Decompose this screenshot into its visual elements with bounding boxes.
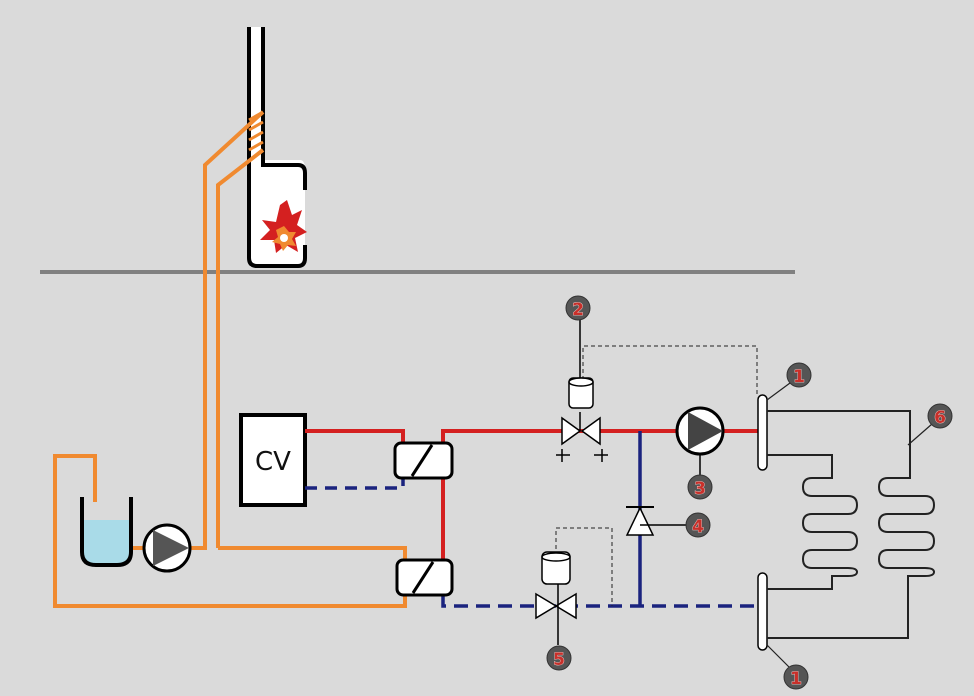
flame-icon	[260, 200, 307, 253]
distributor-bottom	[757, 572, 768, 651]
control-lines	[555, 345, 758, 606]
callout-3: 3	[687, 474, 713, 500]
boiler-label: CV	[255, 447, 291, 477]
svg-text:2: 2	[572, 300, 584, 320]
svg-text:3: 3	[694, 479, 706, 499]
callout-4: 4	[685, 512, 711, 538]
callout-2: 2	[565, 295, 591, 321]
callout-6: 6	[927, 403, 953, 429]
svg-text:4: 4	[692, 517, 704, 537]
check-valve-icon	[625, 506, 686, 536]
svg-text:6: 6	[934, 408, 946, 428]
svg-text:1: 1	[790, 669, 802, 689]
heat-exchanger-bottom	[395, 558, 454, 597]
heating-coils	[767, 410, 936, 639]
svg-text:5: 5	[553, 650, 565, 670]
water-tank	[80, 497, 133, 567]
distributor-top	[757, 394, 768, 471]
hot-supply-pipe	[305, 429, 760, 560]
control-valve-return-icon	[535, 551, 577, 645]
svg-text:1: 1	[793, 367, 805, 387]
circulation-pump-icon	[675, 406, 725, 475]
callout-5: 5	[546, 645, 572, 671]
control-valve-supply-icon	[556, 320, 608, 462]
boiler-cv: CV	[239, 413, 307, 507]
recovery-pump-icon	[142, 523, 192, 573]
heat-recovery-loop	[53, 110, 407, 608]
callout-1-bottom: 1	[783, 664, 809, 690]
callout-leaders	[766, 382, 933, 669]
callout-1-top: 1	[786, 362, 812, 388]
heat-exchanger-top	[393, 441, 454, 480]
